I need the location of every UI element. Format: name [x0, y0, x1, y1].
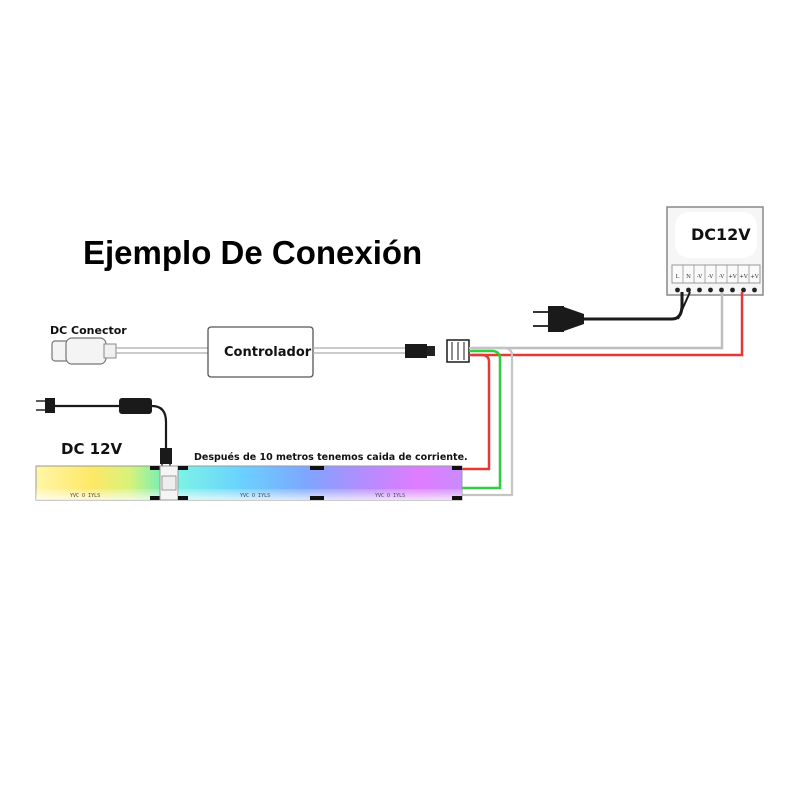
led-strip-segment-1: YVC O IYLS — [35, 465, 161, 501]
terminal-label: +V — [728, 274, 738, 280]
terminal-cell — [748, 264, 761, 284]
red-wire-psu — [472, 292, 744, 357]
voltage-drop-note: Después de 10 metros tenemos caida de co… — [194, 452, 468, 463]
diagram-title: Ejemplo De Conexión — [83, 234, 422, 271]
green-wire-strip — [462, 349, 502, 490]
terminal-label: L — [676, 274, 680, 280]
terminal-screw — [697, 287, 702, 293]
terminal-screw — [708, 287, 713, 293]
terminal-screw — [719, 287, 724, 293]
dc-connector-label: DC Conector — [50, 324, 127, 337]
controller-box — [207, 326, 314, 378]
controller-label: Controlador — [224, 345, 312, 360]
adapter-voltage-label: DC 12V — [61, 440, 123, 458]
plug-cable — [584, 292, 684, 321]
terminal-screw — [752, 287, 757, 293]
strip-joint — [159, 465, 179, 501]
adapter-plug — [36, 398, 55, 413]
jst-connector-male — [405, 344, 435, 358]
terminal-label: N — [686, 274, 691, 280]
psu-voltage-label: DC12V — [691, 225, 751, 244]
svg-text:YVC O IYLS: YVC O IYLS — [240, 493, 270, 499]
adapter-switch — [119, 398, 152, 414]
wall-plug — [533, 306, 584, 332]
terminal-label: +V — [750, 274, 760, 280]
led-strip-segment-2: YVC O IYLS YVC O IYLS — [177, 465, 463, 501]
terminal-screw — [730, 287, 735, 293]
red-wire-strip — [462, 353, 491, 471]
terminal-label: +V — [739, 274, 749, 280]
terminal-screw — [686, 287, 691, 293]
svg-text:YVC O IYLS: YVC O IYLS — [375, 493, 405, 499]
dc-connector — [51, 337, 117, 365]
terminal-label: -V — [697, 274, 703, 280]
adapter-cable — [151, 404, 168, 450]
gray-wire-psu — [472, 292, 724, 350]
terminal-screw — [741, 287, 746, 293]
terminal-label: -V — [708, 274, 714, 280]
terminal-screw — [675, 287, 680, 293]
gray-wire-strip — [462, 346, 514, 497]
jst-connector-female — [446, 339, 470, 363]
terminal-label: -V — [719, 274, 725, 280]
svg-text:YVC O IYLS: YVC O IYLS — [70, 493, 100, 499]
